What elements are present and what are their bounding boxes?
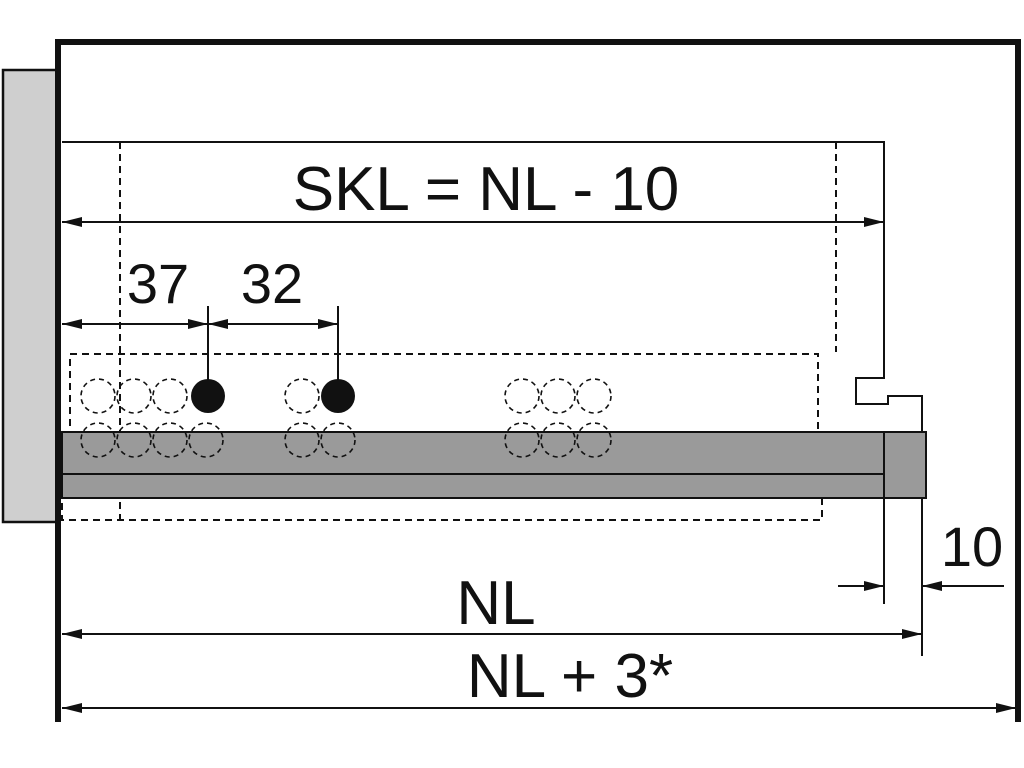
runner-rail-upper [61, 431, 885, 475]
optional-hole [504, 422, 540, 458]
optional-hole [504, 378, 540, 414]
mounting-hole-2 [321, 379, 355, 413]
skl-label: SKL = NL - 10 [293, 155, 680, 224]
nl-label: NL [456, 569, 535, 638]
optional-hole [320, 422, 356, 458]
mounting-hole-1 [191, 379, 225, 413]
dim-37-label: 37 [127, 252, 189, 315]
optional-hole [188, 422, 224, 458]
nl-plus-3-label: NL + 3* [467, 642, 673, 711]
drawer-front-panel [1, 68, 60, 524]
dim-10-label: 10 [941, 515, 1003, 578]
cabinet-outline [55, 39, 1021, 722]
optional-hole [152, 422, 188, 458]
dim-32-label: 32 [241, 252, 303, 315]
optional-hole [116, 422, 152, 458]
optional-hole [80, 422, 116, 458]
optional-hole [576, 422, 612, 458]
optional-hole [284, 422, 320, 458]
optional-hole [152, 378, 188, 414]
optional-hole [576, 378, 612, 414]
optional-hole [116, 378, 152, 414]
optional-hole [80, 378, 116, 414]
optional-hole [284, 378, 320, 414]
runner-rail-lower [61, 473, 927, 499]
optional-hole [540, 422, 576, 458]
optional-hole [540, 378, 576, 414]
optional-hole-pattern [80, 378, 612, 458]
runner-rail-end [883, 431, 927, 499]
drawer-side-outline [62, 141, 923, 433]
dashed-drawer-bottom [69, 353, 819, 465]
